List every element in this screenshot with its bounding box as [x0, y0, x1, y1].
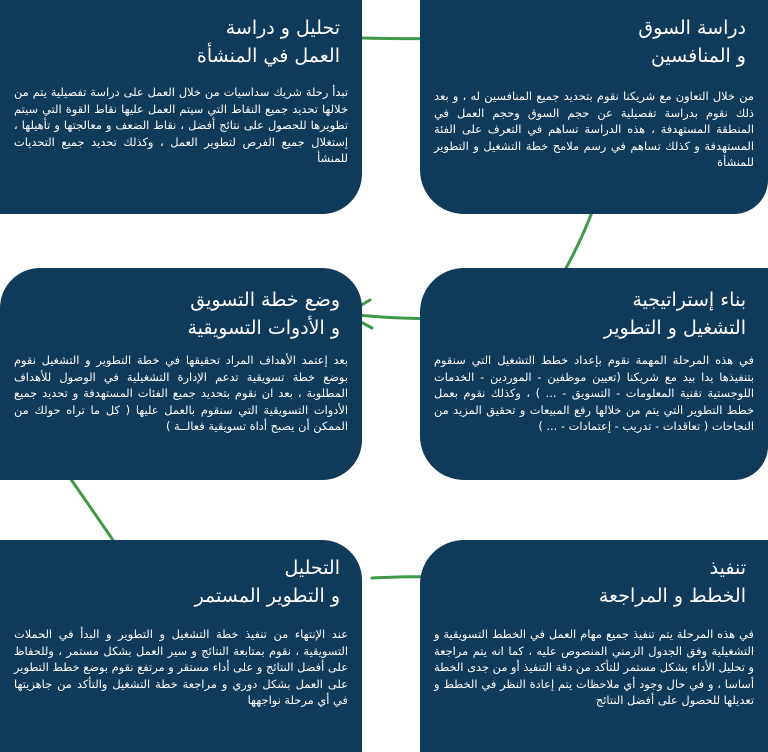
step-title: بناء إستراتيجية التشغيل و التطوير — [604, 286, 746, 342]
step-title-line2: الخطط و المراجعة — [598, 585, 746, 607]
step-title-line1: تحليل و دراسة — [225, 17, 340, 39]
step-title: تنفيذ الخطط و المراجعة — [599, 554, 746, 610]
step-title: وضع خطة التسويق و الأدوات التسويقية — [187, 286, 340, 342]
step-body: بعد إعتمد الأهداف المراد تحقيقها في خطة … — [14, 353, 348, 433]
step-card-execution-review: تنفيذ الخطط و المراجعة في هذه المرحلة يت… — [420, 540, 768, 752]
step-body: في هذه المرحلة يتم تنفيذ جميع مهام العمل… — [434, 627, 754, 707]
step-title-line1: وضع خطة التسويق — [190, 289, 340, 311]
step-body: في هذه المرحلة المهمة نقوم بإعداد خطط ال… — [434, 353, 754, 433]
step-card-continuous-improvement: التحليل و التطوير المستمر عند الإنتهاء م… — [0, 540, 362, 752]
step-title: تحليل و دراسة العمل في المنشأة — [197, 14, 340, 70]
step-card-marketing-plan: وضع خطة التسويق و الأدوات التسويقية بعد … — [0, 268, 362, 480]
step-title-line1: دراسة السوق — [638, 17, 746, 39]
step-title-line2: العمل في المنشأة — [196, 45, 340, 67]
step-body: عند الإنتهاء من تنفيذ خطة التشغيل و التط… — [14, 627, 348, 707]
step-title-line1: تنفيذ — [709, 557, 746, 579]
step-title-line2: و الأدوات التسويقية — [187, 317, 340, 339]
step-title-line2: و التطوير المستمر — [194, 585, 340, 607]
step-body: من خلال التعاون مع شريكنا نقوم بتحديد جم… — [434, 89, 754, 169]
step-card-market-study: دراسة السوق و المنافسين من خلال التعاون … — [420, 0, 768, 214]
step-card-operation-strategy: بناء إستراتيجية التشغيل و التطوير في هذه… — [420, 268, 768, 480]
step-title-line2: و المنافسين — [650, 45, 746, 67]
step-title: التحليل و التطوير المستمر — [195, 554, 340, 610]
step-body: تبدأ رحلة شريك سداسيات من خلال العمل على… — [14, 85, 348, 165]
step-card-business-analysis: تحليل و دراسة العمل في المنشأة تبدأ رحلة… — [0, 0, 362, 214]
step-title-line1: التحليل — [284, 557, 340, 579]
step-title-line2: التشغيل و التطوير — [603, 317, 746, 339]
step-title-line1: بناء إستراتيجية — [632, 289, 746, 311]
step-title: دراسة السوق و المنافسين — [638, 14, 746, 70]
